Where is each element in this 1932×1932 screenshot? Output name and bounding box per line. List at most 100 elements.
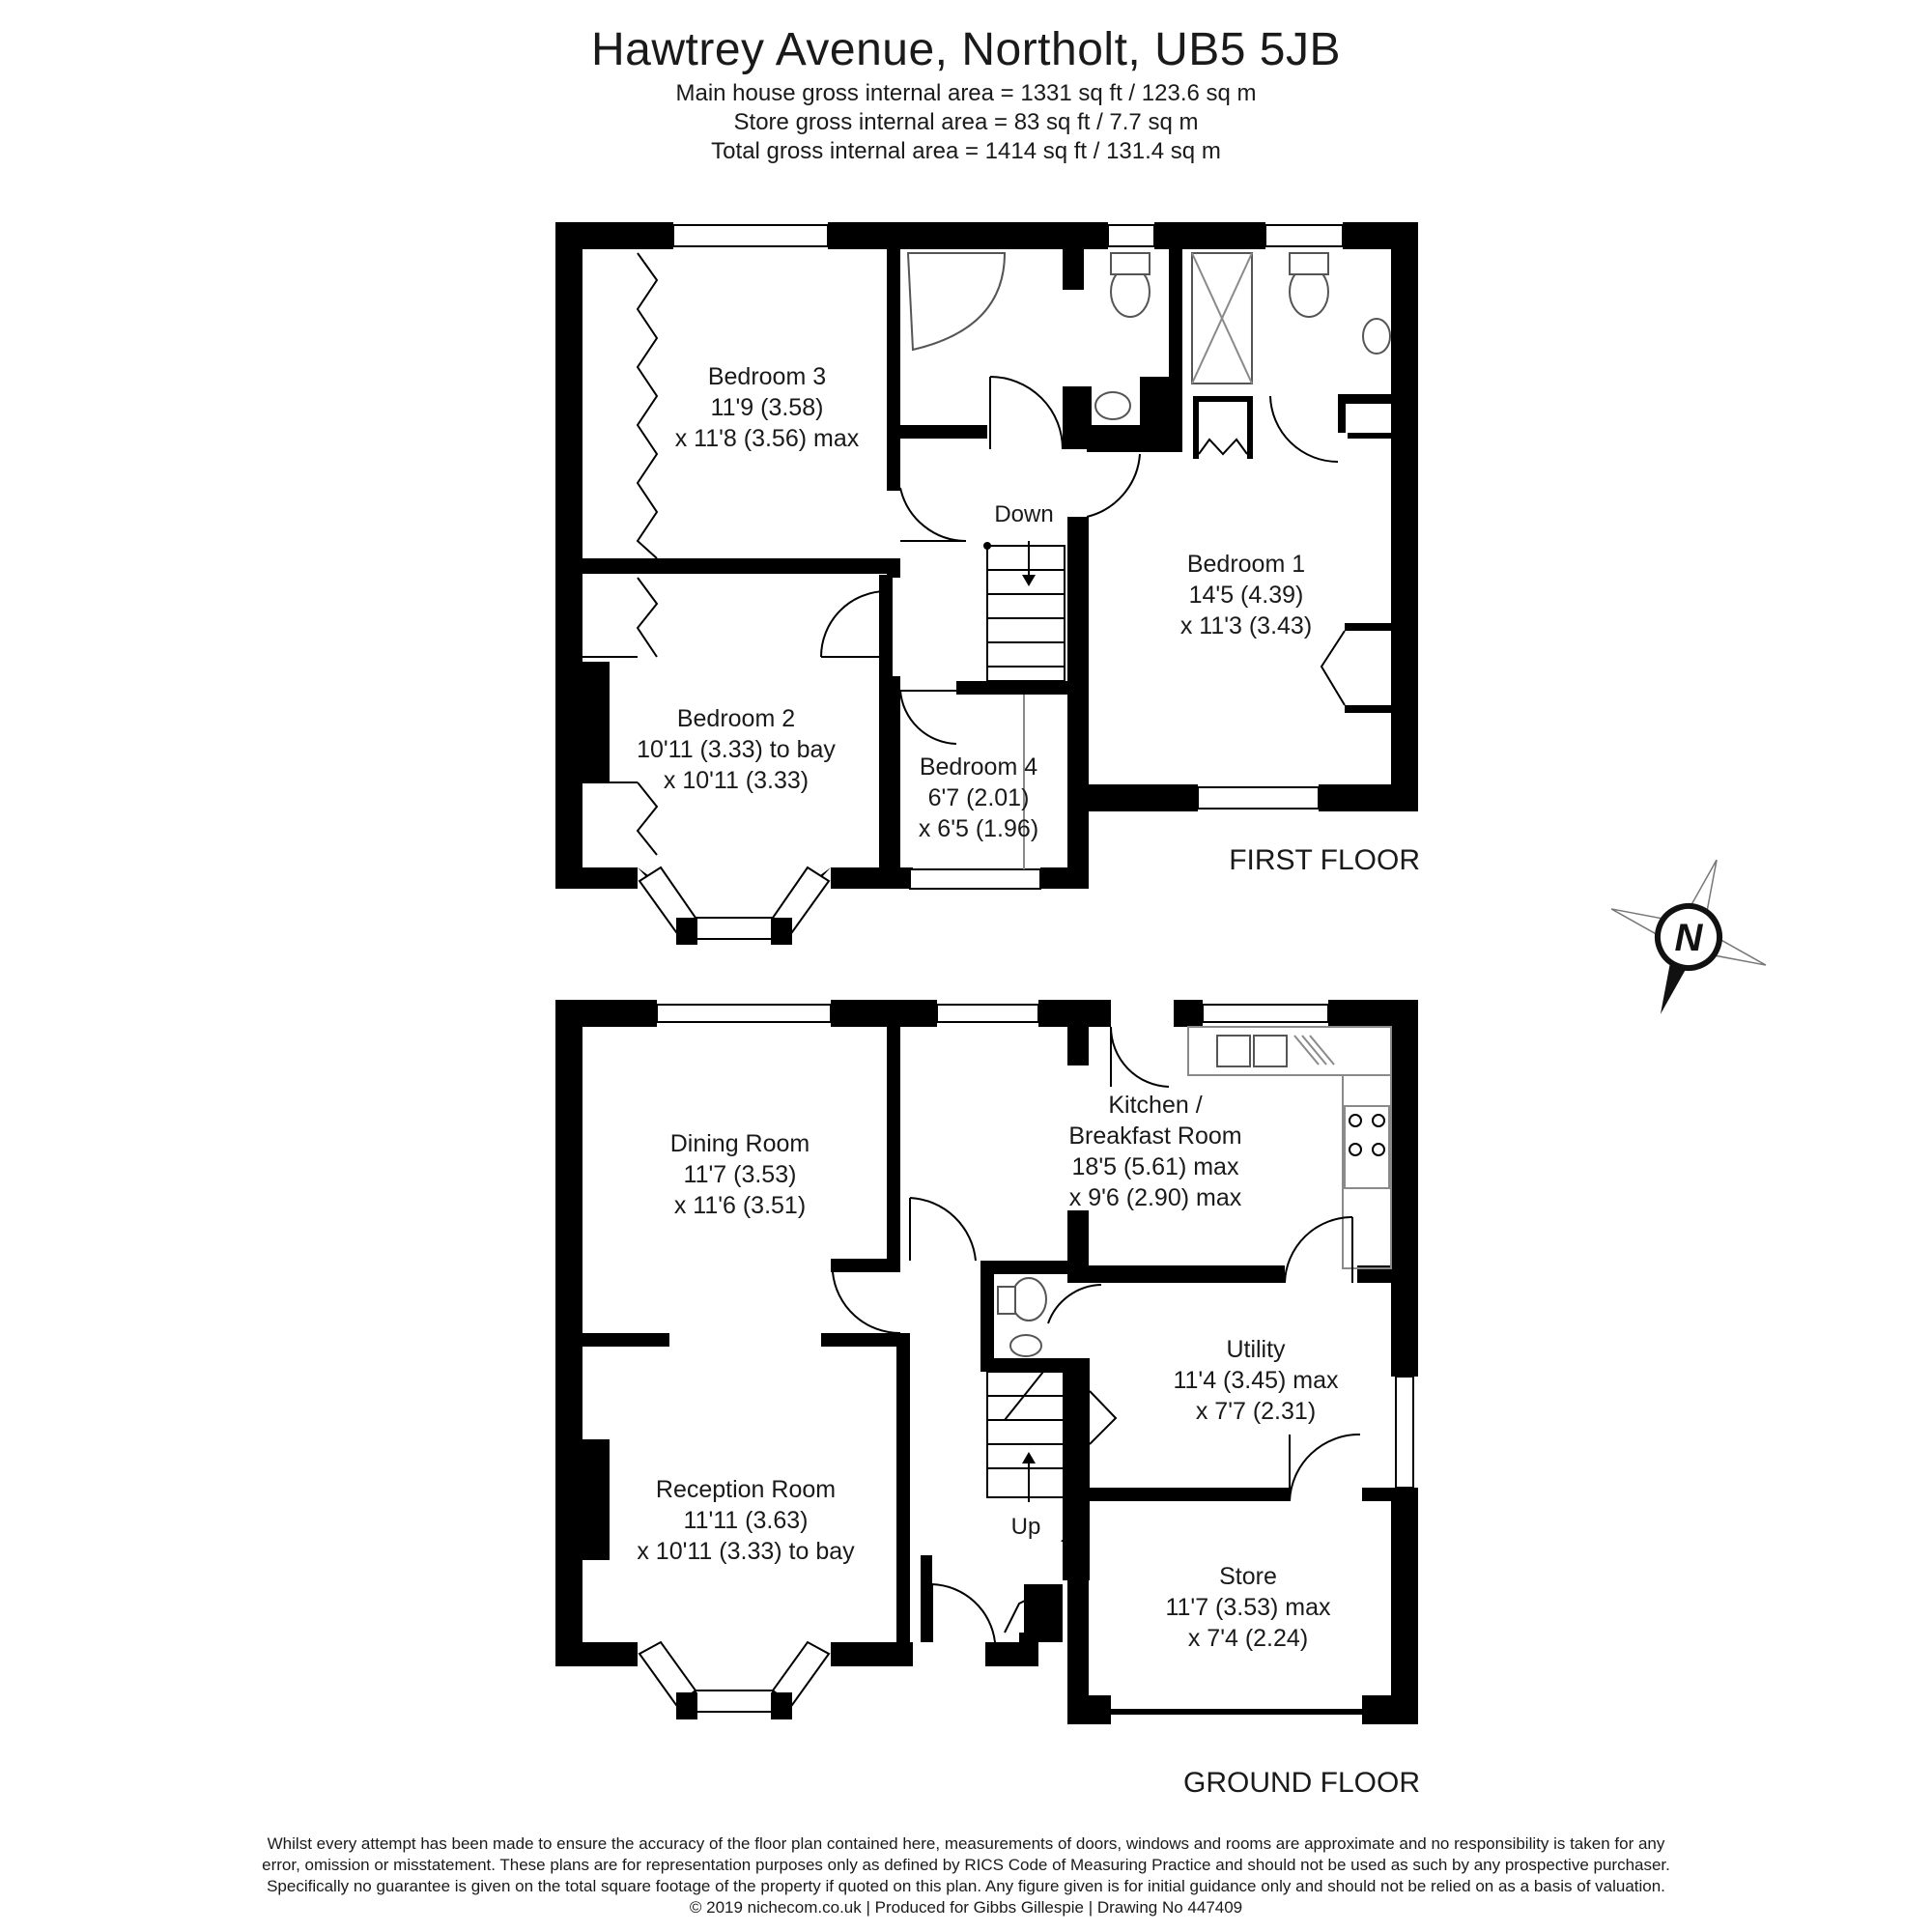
gf-north-wall-a <box>555 1000 657 1027</box>
gf-north-wall-c <box>1038 1000 1111 1027</box>
gf-wc-south-wall <box>980 1358 1087 1372</box>
gf-wc-toilet <box>1010 1277 1047 1321</box>
store-name: Store <box>1219 1563 1277 1590</box>
disclaimer-line-2: error, omission or misstatement. These p… <box>262 1856 1670 1874</box>
gf-dining-door-stub <box>831 1259 900 1272</box>
gf-north-wall-d <box>1174 1000 1203 1027</box>
gf-bay-pier-r <box>771 1692 792 1719</box>
gf-sink-left <box>1216 1035 1251 1067</box>
gf-bay-pier-l <box>676 1692 697 1719</box>
dining-dim-1: 11'7 (3.53) <box>684 1161 797 1188</box>
gf-kitchen-west-stub <box>1067 1027 1089 1065</box>
gf-west-wall <box>555 1000 582 1666</box>
gf-kitchen-south-b <box>1357 1265 1396 1283</box>
gf-stairs <box>986 1371 1065 1498</box>
gf-kitchen-window-a <box>936 1004 1039 1023</box>
ff-ensuite-cupboard-b <box>1338 394 1346 433</box>
ff-bay-pier-l <box>676 918 697 945</box>
bedroom4-dim-1: 6'7 (2.01) <box>928 784 1030 811</box>
gf-dining-patio-doors <box>656 1004 832 1023</box>
ff-bed4-south-wall-a <box>879 867 910 889</box>
reception-name: Reception Room <box>656 1476 836 1503</box>
ff-stairs <box>986 545 1065 682</box>
ff-ensuite-cupboard-c <box>1348 433 1391 439</box>
gf-kitchen-window-b <box>1202 1004 1329 1023</box>
property-title: Hawtrey Avenue, Northolt, UB5 5JB <box>591 24 1341 75</box>
utility-name: Utility <box>1226 1336 1286 1363</box>
bedroom1-dim-2: x 11'3 (3.43) <box>1180 612 1312 639</box>
ff-bed3-bed2-wall <box>582 558 896 574</box>
ff-east-wall <box>1391 222 1418 811</box>
main-house-area: Main house gross internal area = 1331 sq… <box>675 80 1257 106</box>
ff-north-wall-a <box>555 222 673 249</box>
store-area: Store gross internal area = 83 sq ft / 7… <box>733 109 1199 135</box>
ff-room-labels: Bedroom 3 11'9 (3.58) x 11'8 (3.56) max … <box>637 363 1420 876</box>
gf-porch-west <box>921 1555 932 1642</box>
bedroom1-name: Bedroom 1 <box>1187 551 1305 578</box>
utility-dim-2: x 7'7 (2.31) <box>1196 1398 1316 1425</box>
ff-bed4-west-edge <box>893 676 900 869</box>
gf-utility-west-wall <box>1063 1358 1090 1580</box>
first-floor-label: FIRST FLOOR <box>1229 844 1420 876</box>
bedroom4-name: Bedroom 4 <box>920 753 1037 781</box>
ff-landing-north <box>1087 425 1182 452</box>
ff-north-wall-c <box>1154 222 1265 249</box>
gf-worktop-east <box>1342 1074 1392 1269</box>
disclaimer-line-3: Specifically no guarantee is given on th… <box>267 1877 1665 1895</box>
gf-dining-reception-b <box>821 1333 908 1347</box>
total-area: Total gross internal area = 1414 sq ft /… <box>711 138 1221 164</box>
ff-bedroom1-window <box>1197 786 1320 810</box>
bedroom2-dim-2: x 10'11 (3.33) <box>664 767 809 794</box>
ff-airing-right <box>1247 396 1253 459</box>
ff-stairs-down-label: Down <box>994 501 1053 527</box>
gf-utility-south-a <box>1087 1488 1290 1501</box>
gf-porch-post <box>1019 1633 1038 1666</box>
ff-bay-pier-r <box>771 918 792 945</box>
compass-letter: N <box>1675 917 1704 959</box>
ff-bath-south-a <box>900 425 987 439</box>
ff-bay-window-center <box>695 917 774 940</box>
compass-icon <box>1610 859 1767 1014</box>
ff-bed1-south-wall-b <box>1319 784 1418 811</box>
reception-dim-2: x 10'11 (3.33) to bay <box>637 1538 855 1565</box>
gf-reception-east-wall <box>896 1333 910 1666</box>
bedroom2-dim-1: 10'11 (3.33) to bay <box>637 736 836 763</box>
gf-east-wall-b <box>1391 1488 1418 1724</box>
ff-bed3-wardrobe <box>636 252 659 559</box>
bedroom1-dim-1: 14'5 (4.39) <box>1189 582 1304 609</box>
gf-east-wall-a <box>1391 1000 1418 1377</box>
bedroom3-dim-2: x 11'8 (3.56) max <box>675 425 860 452</box>
first-floor-plan <box>555 222 1418 945</box>
store-dim-1: 11'7 (3.53) max <box>1165 1594 1331 1621</box>
gf-dining-door <box>832 1271 901 1335</box>
dining-name: Dining Room <box>670 1130 810 1157</box>
ff-stair-south-wall <box>956 681 1067 695</box>
ff-ensuite-window <box>1264 224 1344 247</box>
ff-bed2-south-wall <box>555 867 638 889</box>
ff-bed2-east-wall <box>879 575 893 869</box>
gf-store-west-wall <box>1067 1560 1089 1724</box>
ff-bed3-east-wall <box>887 249 900 491</box>
gf-bay-window-right <box>771 1640 831 1707</box>
gf-stairs-up-label: Up <box>1011 1514 1041 1540</box>
kitchen-dim-2: x 9'6 (2.90) max <box>1069 1184 1242 1211</box>
ff-airing-left <box>1193 396 1199 459</box>
ff-bed2-chimney <box>582 662 610 782</box>
plan-header: Hawtrey Avenue, Northolt, UB5 5JB Main h… <box>0 21 1932 166</box>
ff-wc-window <box>1107 224 1155 247</box>
ff-bedroom4-door <box>899 690 957 745</box>
gf-store-south-b <box>1362 1695 1418 1724</box>
gf-sink-right <box>1253 1035 1288 1067</box>
ff-ensuite-door <box>1269 395 1339 463</box>
ff-bedroom4-window <box>909 868 1041 890</box>
store-dim-2: x 7'4 (2.24) <box>1188 1625 1308 1652</box>
gf-reception-chimney <box>582 1439 610 1560</box>
gf-wc-north-wall <box>980 1261 1087 1274</box>
bedroom4-dim-2: x 6'5 (1.96) <box>919 815 1038 842</box>
ff-north-wall-b <box>828 222 1108 249</box>
gf-north-wall-b <box>831 1000 937 1027</box>
ff-landing-east-wall <box>1067 517 1089 681</box>
ff-bed2-wardrobe-bottom <box>636 781 659 856</box>
gf-hall-stub <box>1063 1560 1084 1579</box>
ff-bath-wc-divider <box>1063 249 1084 290</box>
